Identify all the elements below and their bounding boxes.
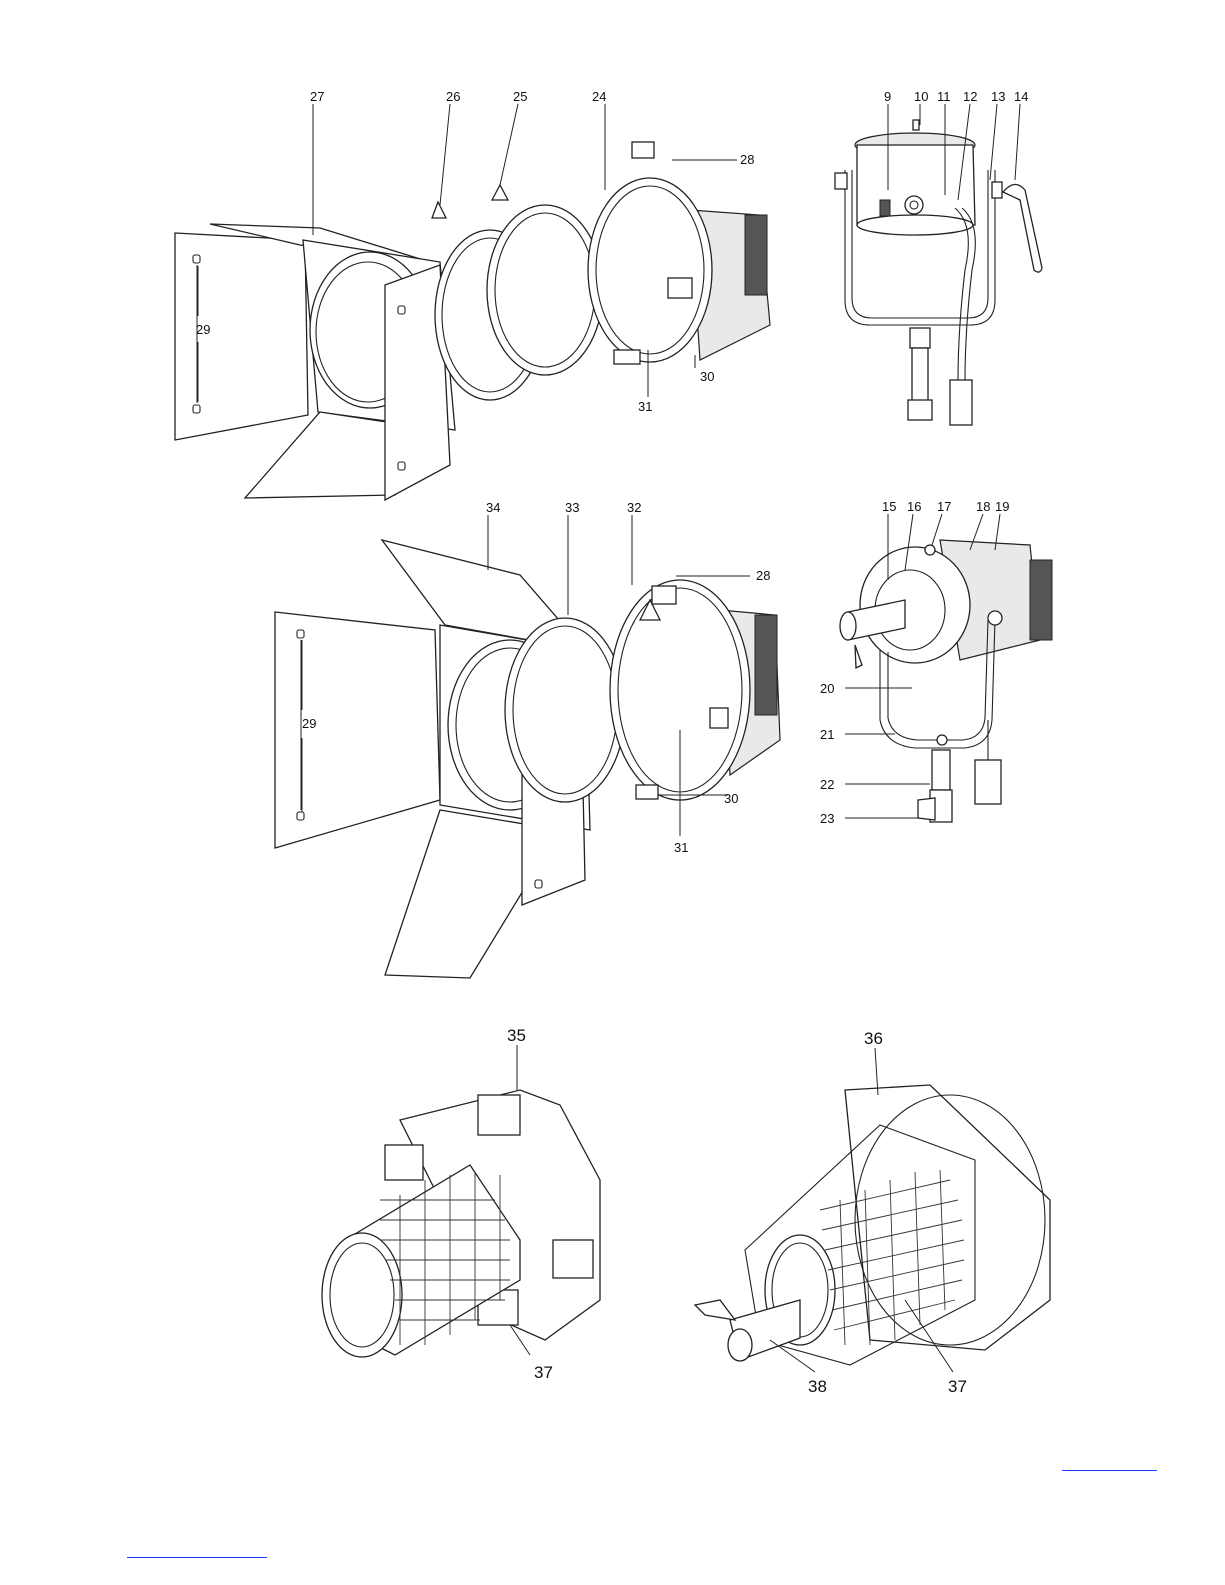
footer-link-underline-left[interactable] [127,1557,267,1558]
callout-36: 36 [864,1029,883,1048]
callout-29-mid: 29 [302,716,316,731]
callout-19: 19 [995,499,1009,514]
callout-16: 16 [907,499,921,514]
callout-24: 24 [592,89,606,104]
callout-37-right: 37 [948,1377,967,1396]
grid-accessory-36 [695,1085,1050,1365]
callout-28-top: 28 [740,152,754,167]
callout-17: 17 [937,499,951,514]
callout-15: 15 [882,499,896,514]
callout-11: 11 [937,89,951,104]
callout-9: 9 [884,89,891,104]
callout-34: 34 [486,500,500,515]
callout-27: 27 [310,89,324,104]
callout-32: 32 [627,500,641,515]
top-barndoor-assembly [175,224,455,500]
ring-25 [487,185,603,375]
front-housing-24 [588,142,770,364]
callout-37-left: 37 [534,1363,553,1382]
callout-14: 14 [1014,89,1028,104]
callout-38: 38 [808,1377,827,1396]
callout-20: 20 [820,681,834,696]
callout-18: 18 [976,499,990,514]
callout-28-mid: 28 [756,568,770,583]
callout-21: 21 [820,727,834,742]
callout-10: 10 [914,89,928,104]
callout-22: 22 [820,777,834,792]
callout-13: 13 [991,89,1005,104]
callout-25: 25 [513,89,527,104]
callout-26: 26 [446,89,460,104]
callout-29-top: 29 [196,322,210,337]
light-head-rear [835,120,1042,425]
grid-accessory-35 [322,1090,600,1357]
callout-33: 33 [565,500,579,515]
callout-30-mid: 30 [724,791,738,806]
callout-23: 23 [820,811,834,826]
callout-31-mid: 31 [674,840,688,855]
ring-33 [505,618,625,802]
callout-35: 35 [507,1026,526,1045]
footer-link-underline-right[interactable] [1062,1470,1157,1471]
front-housing-32 [610,580,780,800]
light-head-front [840,540,1052,822]
callout-12: 12 [963,89,977,104]
callout-30-top: 30 [700,369,714,384]
callout-31-top: 31 [638,399,652,414]
